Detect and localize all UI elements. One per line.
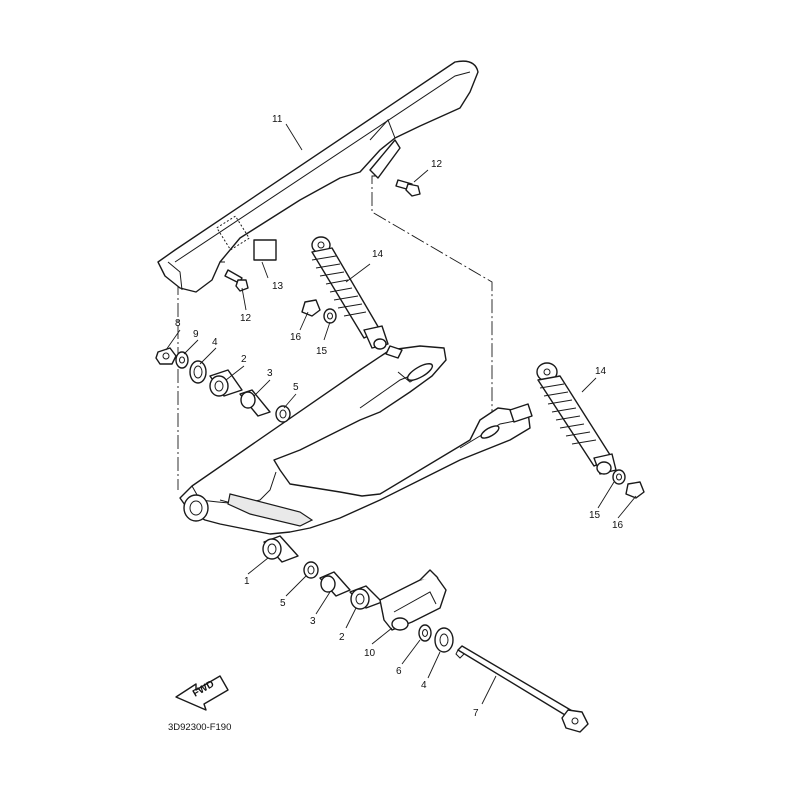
collar-3-lower xyxy=(319,571,351,597)
diagram-code: 3D92300-F190 xyxy=(168,722,231,733)
oil-seal-4-lower xyxy=(434,627,454,653)
callout-16: 16 xyxy=(612,520,624,531)
nut-16-right xyxy=(625,481,645,499)
callout-12: 12 xyxy=(431,159,443,170)
oil-seal-4-upper xyxy=(189,360,207,384)
callout-12: 12 xyxy=(240,313,252,324)
washer-6 xyxy=(418,624,432,642)
bushing-2-lower xyxy=(349,585,383,610)
chain-case-bolt-lower xyxy=(224,269,249,292)
callout-6: 6 xyxy=(396,666,402,677)
collar-3-upper xyxy=(239,389,271,417)
callout-8: 8 xyxy=(175,318,181,329)
chain-puller-10 xyxy=(379,569,447,631)
thrust-cover-5-lower xyxy=(303,561,319,579)
callout-14: 14 xyxy=(595,366,607,377)
callout-7: 7 xyxy=(473,708,479,719)
bushing-2-upper xyxy=(209,369,243,397)
callout-15: 15 xyxy=(316,346,328,357)
pivot-shaft-7 xyxy=(455,645,589,733)
rear-shock-absorber-left xyxy=(311,236,389,350)
callout-4: 4 xyxy=(212,337,218,348)
nut-8 xyxy=(155,347,177,365)
fwd-arrow-icon: FWD xyxy=(175,675,229,711)
callout-11: 11 xyxy=(272,114,283,125)
callout-16: 16 xyxy=(290,332,302,343)
callout-3: 3 xyxy=(310,616,316,627)
callout-10: 10 xyxy=(364,648,376,659)
thrust-cover-5-upper xyxy=(275,405,291,423)
callout-4: 4 xyxy=(421,680,427,691)
nut-16-left xyxy=(301,299,321,317)
callout-14: 14 xyxy=(372,249,384,260)
callout-labels: 11 12 12 13 14 14 16 15 15 16 8 9 4 2 3 … xyxy=(175,114,624,719)
rear-arm xyxy=(179,345,533,535)
callout-1: 1 xyxy=(244,576,250,587)
bushing-1 xyxy=(262,535,299,563)
leader-lines xyxy=(165,123,637,705)
caution-label xyxy=(253,239,277,261)
chain-case xyxy=(157,60,479,293)
callout-9: 9 xyxy=(193,329,199,340)
callout-13: 13 xyxy=(272,281,284,292)
callout-2: 2 xyxy=(339,632,345,643)
washer-9 xyxy=(175,351,189,369)
pivot-boss xyxy=(183,494,209,522)
callout-2: 2 xyxy=(241,354,247,365)
chain-case-bolt-upper xyxy=(395,179,421,197)
callout-15: 15 xyxy=(589,510,601,521)
callout-5: 5 xyxy=(293,382,299,393)
rear-shock-absorber-right xyxy=(536,362,617,475)
callout-5: 5 xyxy=(280,598,286,609)
washer-15-right xyxy=(612,469,626,485)
callout-3: 3 xyxy=(267,368,273,379)
washer-15-left xyxy=(323,308,337,324)
